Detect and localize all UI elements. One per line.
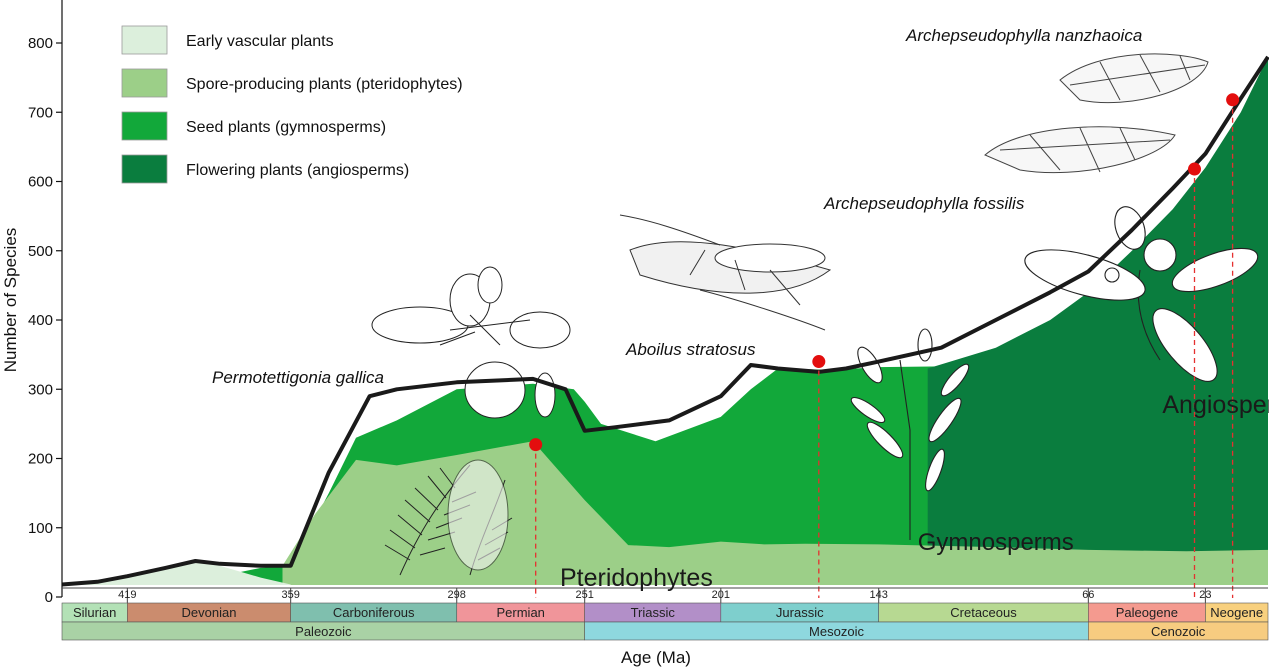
period-label-1: Devonian <box>182 605 237 620</box>
era-label-0: Paleozoic <box>295 624 352 639</box>
permotettigonia-illustration <box>371 266 571 419</box>
y-tick-label-600: 600 <box>28 174 53 191</box>
y-tick-label-200: 200 <box>28 451 53 468</box>
period-label-7: Paleogene <box>1116 605 1178 620</box>
legend-label-2: Seed plants (gymnosperms) <box>186 119 386 136</box>
y-tick-label-500: 500 <box>28 243 53 260</box>
y-tick-label-300: 300 <box>28 381 53 398</box>
fossil-wing-illustrations <box>984 53 1209 174</box>
y-tick-label-700: 700 <box>28 104 53 121</box>
annotation-drop-lines <box>529 93 1240 598</box>
species-label-3: Archepseudophylla nanzhaoica <box>905 26 1142 45</box>
boundary-label-4: 201 <box>712 589 730 601</box>
boundary-label-0: 419 <box>118 589 136 601</box>
y-tick-label-400: 400 <box>28 312 53 329</box>
species-label-1: Aboilus stratosus <box>625 340 756 359</box>
species-label-0: Permotettigonia gallica <box>212 368 384 387</box>
boundary-label-1: 359 <box>281 589 299 601</box>
angiosperm-illustration <box>1024 206 1259 382</box>
legend-swatch-1 <box>121 68 168 98</box>
legend-swatch-3 <box>121 154 168 184</box>
era-2 <box>1088 621 1269 641</box>
period-label-3: Permian <box>497 605 545 620</box>
legend-label-1: Spore-producing plants (pteridophytes) <box>186 76 463 93</box>
y-axis-title: Number of Species <box>1 228 20 373</box>
group-label-0: Pteridophytes <box>560 564 713 592</box>
y-tick-label-0: 0 <box>45 589 53 606</box>
period-label-6: Cretaceous <box>950 605 1017 620</box>
area-3 <box>927 56 1268 585</box>
group-label-2: Angiosperms <box>1162 391 1269 419</box>
legend-swatch-2 <box>121 111 168 141</box>
annotation-dot-3 <box>1226 93 1240 107</box>
aboilus-illustration <box>619 214 832 331</box>
boundary-label-6: 66 <box>1082 589 1094 601</box>
boundary-label-5: 143 <box>870 589 888 601</box>
period-label-8: Neogene <box>1210 605 1263 620</box>
annotation-dot-0 <box>529 438 543 452</box>
text-labels: Permotettigonia gallica Aboilus stratosus… <box>212 26 1269 592</box>
group-label-1: Gymnosperms <box>918 529 1074 556</box>
total-diversity-layer <box>61 55 1269 587</box>
fern-illustration <box>384 459 513 576</box>
period-label-0: Silurian <box>73 605 116 620</box>
legend-label-3: Flowering plants (angiosperms) <box>186 162 409 179</box>
total-diversity-line <box>61 55 1269 587</box>
species-label-2: Archepseudophylla fossilis <box>823 194 1025 213</box>
period-label-2: Carboniferous <box>333 605 415 620</box>
x-axis-title: Age (Ma) <box>621 648 691 667</box>
annotation-dot-1 <box>812 355 826 369</box>
legend-label-0: Early vascular plants <box>186 33 334 50</box>
period-label-4: Triassic <box>631 605 676 620</box>
boundary-label-7: 23 <box>1199 589 1211 601</box>
y-tick-label-800: 800 <box>28 35 53 52</box>
period-label-5: Jurassic <box>776 605 824 620</box>
boundary-label-3: 251 <box>576 589 594 601</box>
area-1 <box>282 441 1268 585</box>
legend-swatch-0 <box>121 25 168 55</box>
y-tick-label-100: 100 <box>28 520 53 537</box>
era-label-2: Cenozoic <box>1151 624 1206 639</box>
boundary-label-2: 298 <box>448 589 466 601</box>
fossil-illustrations <box>371 53 1259 576</box>
annotation-dot-2 <box>1187 162 1201 176</box>
era-label-1: Mesozoic <box>809 624 864 639</box>
